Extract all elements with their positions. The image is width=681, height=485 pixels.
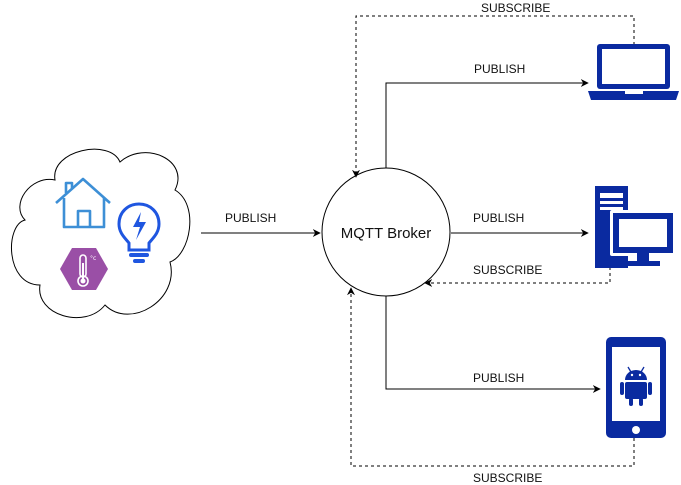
label-phone-subscribe: SUBSCRIBE [473, 471, 542, 485]
label-desktop-publish: PUBLISH [473, 211, 524, 225]
sensor-cloud: °c [11, 148, 191, 319]
edge-phone-publish [385, 296, 601, 393]
thermometer-icon: °c [60, 248, 108, 290]
edge-desktop-subscribe [424, 267, 611, 287]
home-icon [55, 177, 111, 229]
lightbulb-icon [117, 202, 161, 263]
mqtt-broker-node[interactable]: MQTT Broker [321, 167, 451, 297]
label-laptop-publish: PUBLISH [474, 62, 525, 76]
label-phone-publish: PUBLISH [473, 371, 524, 385]
desktop-computer-icon[interactable] [595, 186, 676, 268]
label-desktop-subscribe: SUBSCRIBE [473, 263, 542, 277]
svg-text:°c: °c [90, 255, 96, 262]
edge-phone-subscribe [347, 287, 635, 467]
android-phone-icon[interactable] [606, 337, 666, 438]
edge-laptop-subscribe [352, 15, 635, 178]
label-laptop-subscribe: SUBSCRIBE [481, 1, 550, 15]
laptop-icon[interactable] [588, 44, 679, 100]
label-sensors-publish: PUBLISH [225, 211, 276, 225]
cloud-icon [11, 148, 191, 319]
edge-laptop-publish [385, 79, 589, 168]
broker-label: MQTT Broker [341, 225, 432, 242]
